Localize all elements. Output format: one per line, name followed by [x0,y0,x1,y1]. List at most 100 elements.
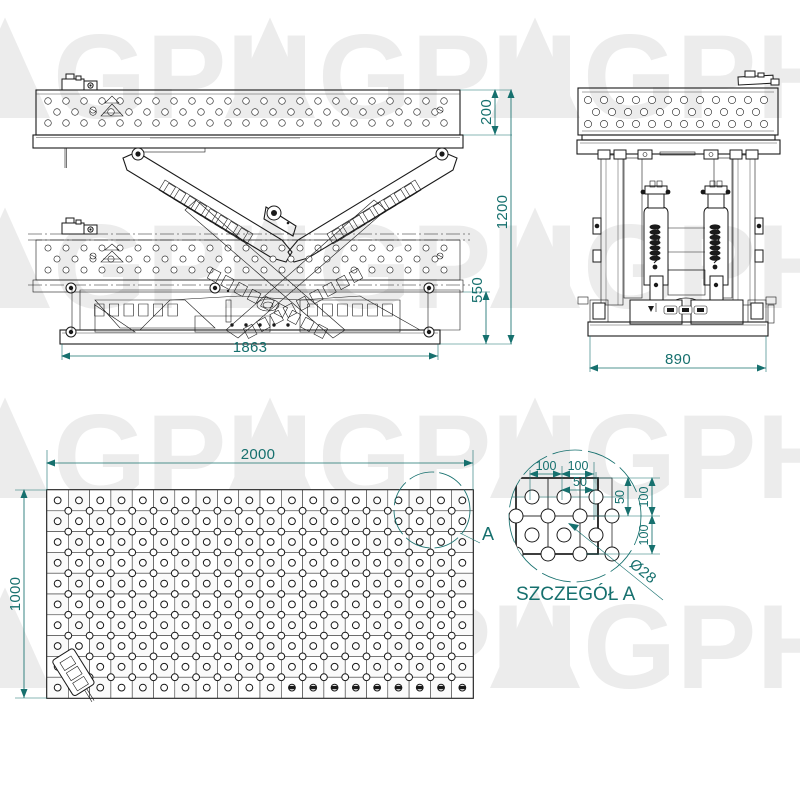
detail-hole [524,489,540,505]
table-joint-hole [383,548,392,557]
table-joint-hole [405,506,414,515]
table-hole [309,496,318,505]
table-joint-hole [256,548,264,557]
hose-coil [649,250,661,256]
table-hole [351,621,360,630]
plate-hole [188,266,196,274]
table-hole [415,558,424,567]
table-hole [117,517,126,526]
plate-hole [116,119,124,127]
plate-hole [224,119,232,127]
table-joint-hole [298,673,307,682]
plate-hole [296,119,304,127]
plate-hole [260,97,268,105]
table-hole [117,621,126,630]
table-joint-hole [107,631,115,640]
plate-hole [269,255,277,263]
table-hole [224,517,232,526]
table-hole [117,558,126,567]
plate-hole [592,108,600,116]
plate-hole [632,120,640,128]
lower-top-hole-row-1 [44,244,448,252]
plate-hole [377,255,385,263]
table-hole [351,600,360,609]
table-joint-hole [192,506,201,515]
plate-hole [179,255,187,263]
table-joint-hole [170,590,179,598]
table-hole [458,579,467,588]
plate-hole [278,266,286,274]
table-hole [181,683,190,692]
plate-hole [395,255,403,263]
plate-hole [314,266,322,274]
hose-coil [709,250,721,256]
plate-hole [260,119,268,127]
base-dot [258,323,262,327]
plate-hole [296,266,304,274]
table-hole [309,579,318,588]
detail-hole [556,527,572,543]
table-joint-hole [362,569,371,578]
arm-hatch-segment [335,274,350,290]
table-hole [437,642,445,650]
table-joint-hole [107,590,115,598]
table-hole [288,517,296,526]
plate-hole [648,96,656,104]
plate-hole [728,120,736,128]
table-hole [138,662,147,671]
table-joint-hole [426,673,435,682]
table-joint-hole [426,548,435,557]
table-joint-hole [320,673,328,682]
triangle-logo-icon [0,17,50,118]
table-joint-hole [64,569,73,578]
arm-hatch-segment [242,323,258,339]
lower-table-top [28,217,470,293]
dimension-50-x-label: 50 [573,475,587,489]
plate-hole [368,266,376,274]
arm-hatch-segment [220,274,235,290]
table-hole [245,683,254,692]
remote-pendant-icon [52,648,95,703]
plate-hole [332,119,340,127]
control-box-icon-2 [61,217,98,235]
plate-hole [62,119,70,127]
arm-hatch-segment [206,267,222,283]
table-hole [458,662,467,671]
plate-hole [422,97,430,105]
table-hole [138,517,147,526]
table-joint-hole [213,631,222,640]
table-hole [245,621,254,630]
dimension-1863: 1863 [61,339,439,360]
hose-fitting [652,264,658,270]
table-joint-hole [320,569,328,578]
plate-hole [305,255,313,263]
table-joint-hole [107,673,115,682]
plate-hole [584,96,592,104]
hole-diameter-label: Ø28 [626,556,659,588]
table-hole [53,517,62,526]
plate-hole [251,108,259,116]
table-joint-hole [405,610,414,619]
table-hole [437,517,445,526]
table-slot-hole [288,685,296,690]
detail-joint-hole [509,508,524,524]
table-hole [437,496,445,505]
table-hole [96,642,105,650]
plate-hole [44,266,52,274]
plate-hole [251,255,259,263]
table-joint-hole [256,610,264,619]
plate-hole [584,120,592,128]
plate-hole [616,120,624,128]
table-joint-hole [256,569,264,578]
table-joint-hole [170,610,179,619]
table-hole [415,517,424,526]
plate-hole [608,108,616,116]
plate-hole [170,266,178,274]
table-hole [458,600,467,609]
table-joint-hole [426,569,435,578]
table-joint-hole [170,548,179,557]
table-joint-hole [170,631,179,640]
dimension-200-label: 200 [478,99,495,125]
arm-hatch-segment [109,303,119,317]
arm-hatch-segment [348,267,364,283]
